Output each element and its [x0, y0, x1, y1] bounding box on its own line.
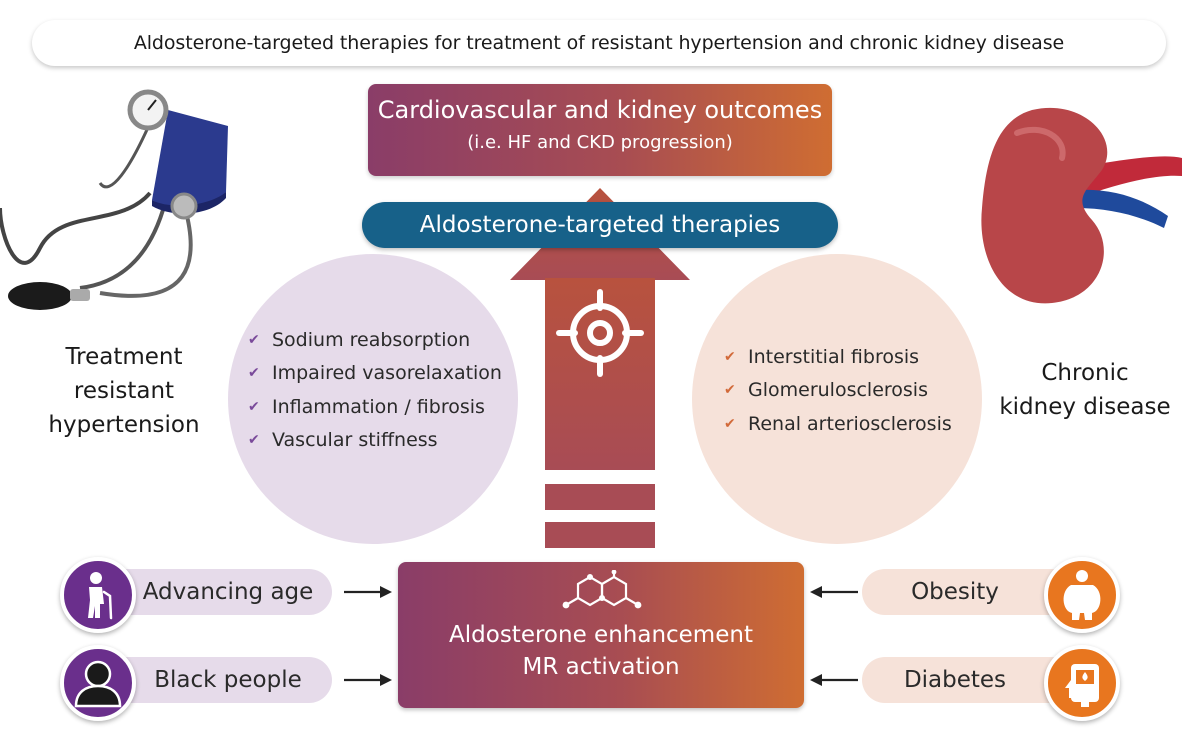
arrow-stripe-1 — [545, 484, 655, 510]
ckd-mechanism-list: ✔Interstitial fibrosis ✔Glomeruloscleros… — [724, 340, 952, 441]
list-item: ✔Glomerulosclerosis — [724, 379, 928, 402]
person-icon — [60, 645, 136, 721]
elderly-person-icon — [60, 557, 136, 633]
hypertension-mechanisms-circle — [228, 254, 518, 544]
arrow-stripe-2 — [545, 522, 655, 548]
obese-person-icon — [1044, 557, 1120, 633]
list-item: ✔Renal arteriosclerosis — [724, 412, 952, 435]
risk-factor-obesity: Obesity — [862, 569, 1074, 615]
therapies-banner: Aldosterone-targeted therapies — [362, 202, 838, 248]
outcomes-subheading: (i.e. HF and CKD progression) — [467, 132, 733, 153]
check-icon: ✔ — [724, 348, 736, 365]
target-icon — [556, 289, 644, 377]
hypertension-label: Treatment resistant hypertension — [48, 344, 200, 438]
glucose-meter-icon — [1044, 645, 1120, 721]
aldosterone-enhancement-label: Aldosterone enhancement — [449, 622, 753, 648]
check-icon: ✔ — [724, 382, 736, 399]
hypertension-mechanism-list: ✔Sodium reabsorption ✔Impaired vasorelax… — [248, 323, 502, 457]
blood-pressure-monitor-illustration — [0, 89, 228, 310]
arrow-right-icon — [344, 586, 392, 598]
check-icon: ✔ — [248, 331, 260, 348]
arrow-right-icon — [344, 674, 392, 686]
list-item: ✔Interstitial fibrosis — [724, 345, 920, 368]
page-title: Aldosterone-targeted therapies for treat… — [32, 20, 1166, 66]
ckd-label: Chronic kidney disease — [999, 360, 1171, 420]
arrow-left-icon — [810, 586, 858, 598]
outcomes-box: Cardiovascular and kidney outcomes (i.e.… — [368, 84, 832, 176]
check-icon: ✔ — [248, 398, 260, 415]
check-icon: ✔ — [248, 432, 260, 449]
check-icon: ✔ — [248, 365, 260, 382]
aldosterone-box: Aldosterone enhancement MR activation — [398, 562, 804, 708]
list-item: ✔Inflammation / fibrosis — [248, 395, 485, 418]
risk-factor-diabetes: Diabetes — [862, 657, 1074, 703]
molecule-icon — [562, 570, 642, 609]
risk-factor-advancing-age: Advancing age — [98, 569, 332, 615]
check-icon: ✔ — [724, 415, 736, 432]
mr-activation-label: MR activation — [522, 654, 680, 680]
kidney-illustration — [981, 107, 1182, 304]
arrow-left-icon — [810, 674, 858, 686]
list-item: ✔Impaired vasorelaxation — [248, 362, 502, 385]
outcomes-heading: Cardiovascular and kidney outcomes — [377, 96, 823, 124]
ckd-mechanisms-circle — [692, 254, 982, 544]
list-item: ✔Sodium reabsorption — [248, 328, 471, 351]
risk-factor-black-people: Black people — [98, 657, 332, 703]
list-item: ✔Vascular stiffness — [248, 429, 438, 452]
